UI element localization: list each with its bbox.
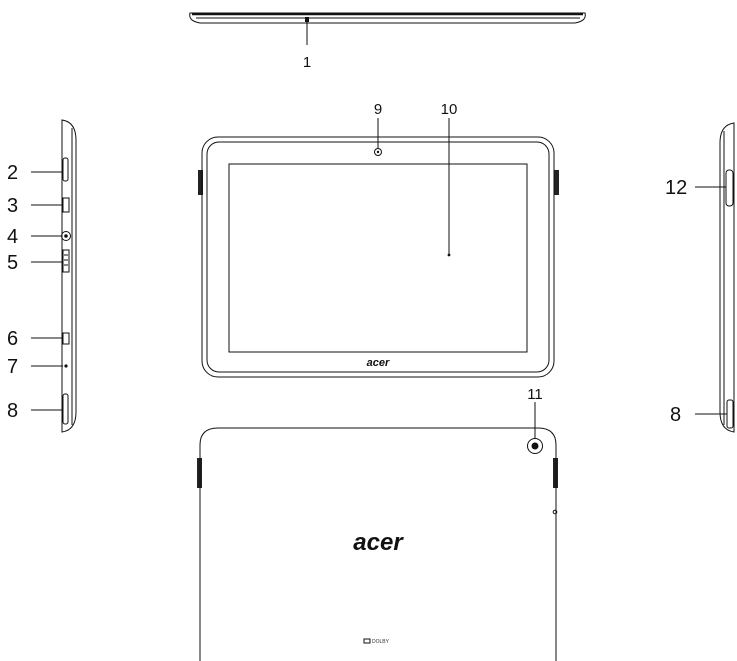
back-view: 11 acer DOLBY: [197, 386, 558, 661]
dolby-icon: [363, 638, 371, 644]
left-jack-4: [61, 231, 71, 241]
front-side-button-left: [198, 170, 203, 195]
left-side-view: 2 3 4 5 6 7 8: [7, 119, 77, 433]
dolby-mark: DOLBY: [372, 639, 390, 645]
front-acer-logo: acer: [367, 357, 390, 369]
front-view: 9 10 acer: [198, 101, 559, 378]
callout-label-6: 6: [7, 328, 18, 350]
front-screen: [228, 163, 528, 353]
callout-label-10: 10: [441, 101, 458, 118]
left-port-3: [62, 197, 70, 213]
back-body-outline: [199, 427, 557, 661]
left-port-6: [62, 332, 70, 345]
left-pin-7: [64, 364, 68, 368]
callout-label-2: 2: [7, 162, 18, 184]
top-port-marker: [305, 17, 309, 22]
callout-label-1: 1: [303, 54, 311, 71]
callout-label-12: 12: [665, 177, 687, 199]
back-acer-logo: acer: [353, 529, 404, 556]
callout-label-11: 11: [527, 386, 543, 403]
callout-label-5: 5: [7, 252, 18, 274]
left-speaker-8: [62, 393, 69, 425]
front-side-button-right: [554, 170, 559, 195]
callout-label-4: 4: [7, 226, 18, 248]
callout-label-9: 9: [374, 101, 382, 118]
callout-label-3: 3: [7, 195, 18, 217]
callout-label-8-right: 8: [670, 404, 681, 426]
callout-label-8-left: 8: [7, 400, 18, 422]
left-button-2: [62, 157, 69, 182]
front-inner-bezel: [206, 141, 550, 373]
top-edge-view: 1: [189, 12, 586, 71]
right-button-12: [725, 169, 734, 207]
left-slot-5: [62, 249, 70, 273]
front-outer-frame: [201, 136, 555, 378]
right-side-view: 12 8: [665, 122, 735, 433]
callout-label-7: 7: [7, 356, 18, 378]
front-camera: [374, 148, 382, 156]
screen-marker: [447, 253, 451, 257]
rear-camera: [527, 438, 543, 454]
right-speaker-8: [726, 399, 734, 429]
